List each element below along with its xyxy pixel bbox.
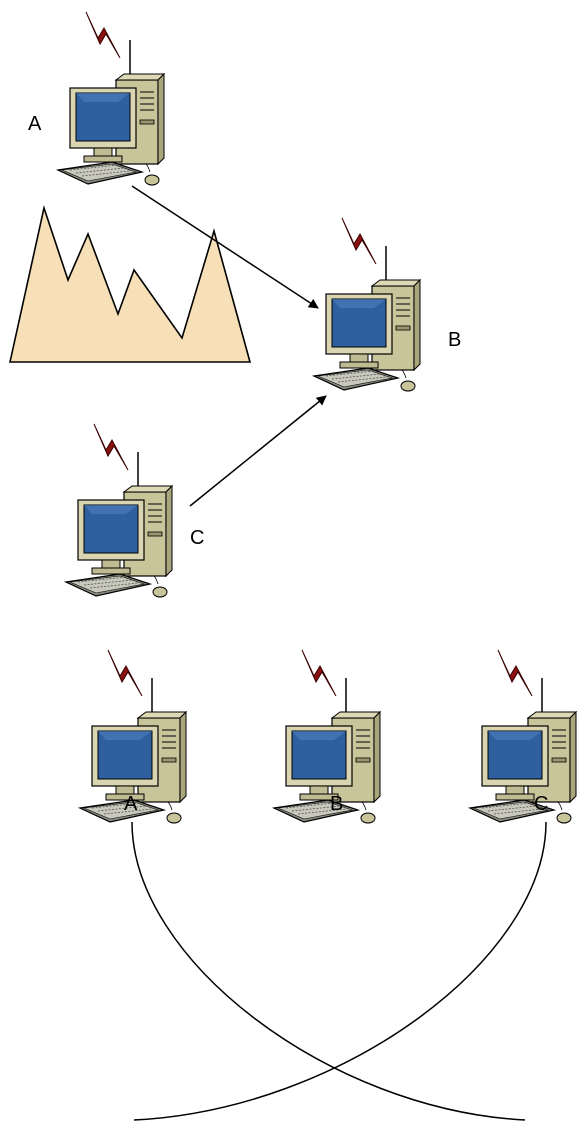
computer-node-b-bottom — [273, 649, 381, 824]
computer-icon — [313, 217, 421, 392]
node-label-c-bottom: C — [534, 793, 548, 815]
computer-node-c-top — [65, 423, 173, 598]
computer-node-a-top — [57, 11, 165, 186]
computer-icon — [469, 649, 577, 824]
computer-icon — [65, 423, 173, 598]
signal-curve-from-a — [131, 821, 526, 1121]
computer-node-b-top — [313, 217, 421, 392]
mountain-obstacle-icon — [9, 204, 252, 363]
node-label-a-bottom: A — [124, 793, 138, 815]
computer-icon — [57, 11, 165, 186]
arrow-a-to-b — [131, 185, 319, 309]
computer-icon — [273, 649, 381, 824]
arrow-c-to-b — [189, 395, 327, 507]
node-label-b-bottom: B — [330, 793, 343, 815]
node-label-c-top: C — [190, 527, 204, 549]
computer-node-c-bottom — [469, 649, 577, 824]
node-label-a-top: A — [28, 113, 42, 135]
signal-curve-from-c — [133, 821, 547, 1121]
node-label-b-top: B — [448, 329, 461, 351]
